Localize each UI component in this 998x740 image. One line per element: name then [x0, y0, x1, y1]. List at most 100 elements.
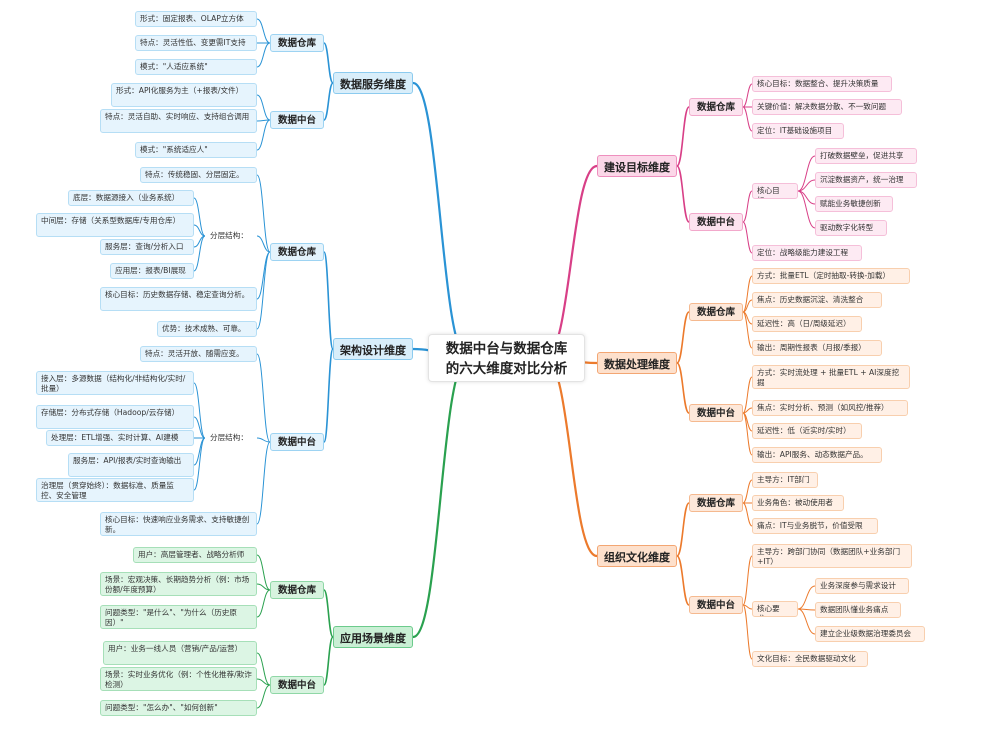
- connector-line: [676, 502, 690, 557]
- central-title-line1: 数据中台与数据仓库: [445, 341, 568, 357]
- connector-line: [412, 356, 469, 639]
- connector-line: [797, 190, 816, 229]
- connector-line: [676, 165, 690, 223]
- central-title-line2: 的六大维度对比分析: [445, 361, 568, 377]
- dimension-data-service[interactable]: 数据服务维度: [333, 72, 413, 94]
- connector-line: [256, 589, 271, 618]
- culture-dm-lead: 主导方：跨部门协同（数据团队+业务部门+IT）: [752, 544, 912, 568]
- process-data-warehouse[interactable]: 数据仓库: [689, 303, 743, 321]
- process-dm-item: 方式：实时流处理 + 批量ETL + AI深度挖掘: [752, 365, 910, 389]
- connector-line: [676, 362, 690, 414]
- connector-line: [256, 119, 271, 151]
- culture-dm-core-label: 核心要求：: [752, 601, 798, 617]
- connector-line: [323, 251, 334, 350]
- arch-dw-feature: 特点：传统稳固、分层固定。: [140, 167, 257, 183]
- central-topic[interactable]: 数据中台与数据仓库 的六大维度对比分析: [428, 334, 585, 382]
- connector-line: [256, 583, 271, 591]
- connector-line: [742, 412, 753, 456]
- process-dw-item: 焦点：历史数据沉淀、清洗整合: [752, 292, 882, 308]
- arch-dm-layered-structure: 分层结构：: [205, 430, 257, 446]
- connector-line: [742, 604, 753, 610]
- culture-dw-item: 主导方：IT部门: [752, 472, 818, 488]
- connector-line: [676, 555, 690, 606]
- connector-line: [742, 83, 753, 108]
- process-data-middle-platform[interactable]: 数据中台: [689, 404, 743, 422]
- connector-line: [193, 197, 206, 237]
- connector-line: [323, 42, 334, 84]
- goal-dw-item: 关键价值：解决数据分散、不一致问题: [752, 99, 902, 115]
- arch-data-warehouse[interactable]: 数据仓库: [270, 243, 324, 261]
- culture-dw-item: 业务角色：被动使用者: [752, 495, 844, 511]
- connector-line: [256, 251, 271, 330]
- connector-line: [256, 18, 271, 44]
- arch-dw-core-goal: 核心目标：历史数据存储、稳定查询分析。: [100, 287, 257, 311]
- process-dw-item: 延迟性：高（日/周级延迟）: [752, 316, 862, 332]
- connector-line: [193, 224, 206, 237]
- connector-line: [256, 235, 271, 253]
- service-dw-item: 模式："人适应系统": [135, 59, 257, 75]
- connector-line: [742, 604, 753, 660]
- arch-dw-layered-structure: 分层结构：: [205, 228, 257, 244]
- connector-line: [676, 106, 690, 167]
- culture-data-warehouse[interactable]: 数据仓库: [689, 494, 743, 512]
- dimension-application-scene[interactable]: 应用场景维度: [333, 626, 413, 648]
- connector-line: [742, 190, 753, 223]
- goal-dm-core-item: 赋能业务敏捷创新: [815, 196, 893, 212]
- arch-dw-layer: 应用层：报表/BI展现: [110, 263, 194, 279]
- culture-dm-core-item: 数据团队懂业务痛点: [815, 602, 901, 618]
- arch-dm-core-goal: 核心目标：快速响应业务需求、支持敏捷创新。: [100, 512, 257, 536]
- connector-line: [742, 275, 753, 313]
- connector-line: [256, 652, 271, 686]
- connector-line: [256, 353, 271, 443]
- process-dw-item: 输出：周期性报表（月报/季报）: [752, 340, 882, 356]
- scene-data-middle-platform[interactable]: 数据中台: [270, 676, 324, 694]
- service-data-middle-platform[interactable]: 数据中台: [270, 111, 324, 129]
- dimension-construction-goal[interactable]: 建设目标维度: [597, 155, 677, 177]
- goal-data-middle-platform[interactable]: 数据中台: [689, 213, 743, 231]
- connector-line: [193, 382, 206, 439]
- goal-dw-item: 核心目标：数据整合、提升决策质量: [752, 76, 892, 92]
- dimension-data-processing[interactable]: 数据处理维度: [597, 352, 677, 374]
- scene-data-warehouse[interactable]: 数据仓库: [270, 581, 324, 599]
- connector-line: [742, 221, 753, 254]
- scene-dw-item: 问题类型："是什么"、"为什么（历史原因）": [100, 605, 257, 629]
- connector-line: [256, 42, 271, 68]
- service-dw-item: 形式：固定报表、OLAP立方体: [135, 11, 257, 27]
- goal-data-warehouse[interactable]: 数据仓库: [689, 98, 743, 116]
- culture-dw-item: 痛点：IT与业务脱节，价值受限: [752, 518, 878, 534]
- connector-line: [193, 416, 206, 439]
- connector-line: [742, 555, 753, 606]
- process-dm-item: 焦点：实时分析、预测（如风控/推荐）: [752, 400, 908, 416]
- connector-line: [256, 684, 271, 709]
- scene-dw-item: 用户：高层管理者、战略分析师: [133, 547, 257, 563]
- process-dw-item: 方式：批量ETL（定时抽取-转换-加载）: [752, 268, 910, 284]
- connector-line: [323, 82, 334, 121]
- service-dm-item: 形式：API化服务为主（+报表/文件）: [111, 83, 257, 107]
- connector-line: [412, 81, 469, 360]
- culture-data-middle-platform[interactable]: 数据中台: [689, 596, 743, 614]
- dimension-architecture[interactable]: 架构设计维度: [333, 338, 413, 360]
- connector-line: [797, 585, 816, 610]
- scene-dm-item: 场景：实时业务优化（例：个性化推荐/欺诈检测）: [100, 667, 257, 691]
- arch-dm-layer: 处理层：ETL增强、实时计算、AI建模: [46, 430, 194, 446]
- arch-data-middle-platform[interactable]: 数据中台: [270, 433, 324, 451]
- connector-line: [676, 311, 690, 364]
- connector-line: [742, 299, 753, 313]
- connector-line: [256, 174, 271, 253]
- goal-dw-item: 定位：IT基础设施项目: [752, 123, 844, 139]
- dimension-organization-culture[interactable]: 组织文化维度: [597, 545, 677, 567]
- scene-dm-item: 问题类型："怎么办"、"如何创新": [100, 700, 257, 716]
- service-dm-item: 特点：灵活自助、实时响应、支持组合调用: [100, 109, 257, 133]
- culture-dm-core-item: 建立企业级数据治理委员会: [815, 626, 925, 642]
- process-dm-item: 输出：API服务、动态数据产品。: [752, 447, 882, 463]
- goal-dm-core-item: 驱动数字化转型: [815, 220, 887, 236]
- arch-dm-layer: 治理层（贯穿始终）：数据标准、质量监控、安全管理: [36, 478, 194, 502]
- service-data-warehouse[interactable]: 数据仓库: [270, 34, 324, 52]
- culture-dm-goal: 文化目标：全民数据驱动文化: [752, 651, 868, 667]
- arch-dw-advantage: 优势：技术成熟、可靠。: [157, 321, 257, 337]
- goal-dm-core-item: 沉淀数据资产，统一治理: [815, 172, 917, 188]
- service-dw-item: 特点：灵活性低、变更需IT支持: [135, 35, 257, 51]
- process-dm-item: 延迟性：低（近实时/实时）: [752, 423, 862, 439]
- connector-line: [544, 164, 598, 360]
- arch-dm-layer: 存储层：分布式存储（Hadoop/云存储）: [36, 405, 194, 429]
